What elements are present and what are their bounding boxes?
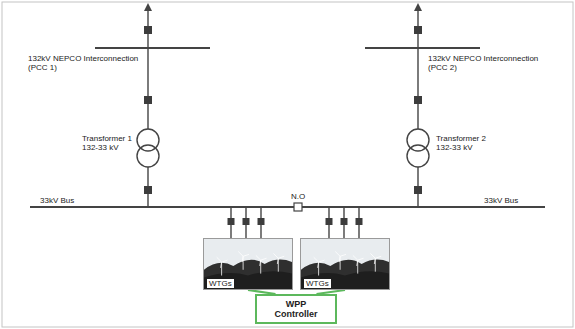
hv-bus bbox=[95, 47, 210, 49]
normally-open-breaker bbox=[294, 203, 302, 211]
breaker bbox=[414, 96, 422, 104]
wtg-label: WTGs bbox=[207, 279, 234, 288]
arrow-head bbox=[414, 3, 422, 11]
breaker bbox=[414, 186, 422, 194]
breaker bbox=[258, 218, 265, 225]
transformer-winding bbox=[407, 145, 429, 167]
transformer-winding bbox=[137, 145, 159, 167]
controller-label: WPP Controller bbox=[271, 299, 321, 319]
controller-box: WPP Controller bbox=[255, 294, 337, 324]
breaker bbox=[144, 96, 152, 104]
diagram-label: Transformer 2 132-33 kV bbox=[436, 134, 492, 152]
mv-bus bbox=[302, 206, 545, 208]
breaker bbox=[341, 218, 348, 225]
breaker bbox=[243, 218, 250, 225]
wind-farm-box: WTGs bbox=[203, 238, 293, 290]
breaker bbox=[414, 26, 422, 34]
mv-bus bbox=[30, 206, 294, 208]
diagram-label: 132kV NEPCO Interconnection (PCC 1) bbox=[28, 54, 140, 72]
diagram-label: 33kV Bus bbox=[40, 196, 100, 205]
hv-bus bbox=[365, 47, 480, 49]
diagram-label: 33kV Bus bbox=[484, 196, 544, 205]
diagram-label: N.O bbox=[286, 192, 310, 201]
breaker bbox=[356, 218, 363, 225]
arrow-head bbox=[144, 3, 152, 11]
breaker bbox=[144, 186, 152, 194]
diagram-label: Transformer 1 132-33 kV bbox=[82, 134, 138, 152]
wind-farm-box: WTGs bbox=[300, 238, 390, 290]
breaker bbox=[144, 26, 152, 34]
breaker bbox=[228, 218, 235, 225]
wtg-label: WTGs bbox=[304, 279, 331, 288]
diagram-label: 132kV NEPCO Interconnection (PCC 2) bbox=[428, 54, 540, 72]
breaker bbox=[326, 218, 333, 225]
